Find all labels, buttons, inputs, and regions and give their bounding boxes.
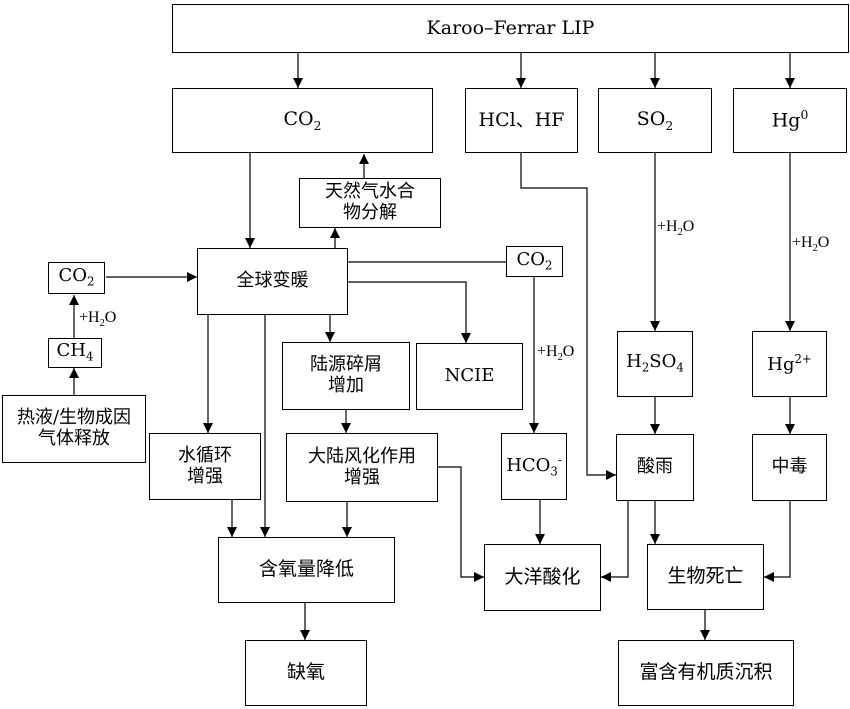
edge-hcl-acidrain [520,153,616,480]
node-co2-left: CO2 [48,262,105,294]
node-ch4: CH4 [48,338,102,368]
node-h2so4: H2SO4 [617,331,693,397]
node-oxygen-drop: 含氧量降低 [218,537,395,603]
node-anoxia: 缺氧 [245,640,367,706]
edge-poison-death [764,501,791,582]
node-ncie: NCIE [416,343,523,410]
node-hco3: HCO3- [501,433,567,500]
node-hg0: Hg0 [733,88,847,153]
node-hcl-hf: HCl、HF [465,88,578,153]
label-plus-h2o-so2: +H2O [657,218,695,239]
node-organic-deposition: 富含有机质沉积 [618,640,794,706]
node-water-cycle: 水循环增强 [149,433,261,500]
node-thermal-gas: 热液/生物成因气体释放 [2,395,146,463]
label-plus-h2o-ch4: +H2O [79,309,117,330]
node-co2-mid: CO2 [506,246,563,277]
label-plus-h2o-hg0: +H2O [792,234,830,255]
node-hg2: Hg2+ [752,331,827,397]
node-acid-rain: 酸雨 [616,434,694,501]
node-detritus: 陆源碎屑增加 [282,342,410,410]
label-plus-h2o-co2mid: +H2O [537,343,575,364]
edge-weathering-ocean [428,462,484,582]
edge-acidrain-ocean [601,501,629,582]
node-so2: SO2 [598,88,712,153]
node-co2-top: CO2 [172,88,433,153]
node-poisoning: 中毒 [752,434,827,501]
node-bio-death: 生物死亡 [647,544,764,610]
node-weathering: 大陆风化作用增强 [286,433,438,502]
node-karoo-ferrar-lip: Karoo–Ferrar LIP [172,4,849,53]
node-global-warming: 全球变暖 [197,248,348,315]
edge-warming-ncie [348,281,471,343]
node-ocean-acidification: 大洋酸化 [484,544,601,611]
node-gas-hydrate: 天然气水合物分解 [299,178,441,228]
